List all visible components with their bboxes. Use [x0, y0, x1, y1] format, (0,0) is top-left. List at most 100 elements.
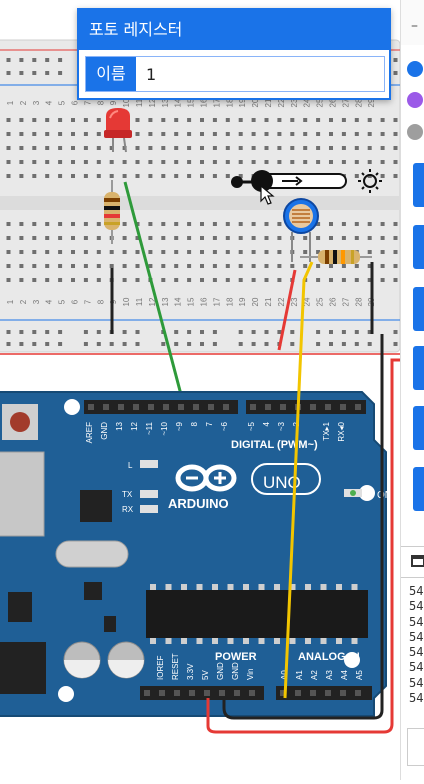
- serial-monitor-icon[interactable]: [411, 555, 424, 567]
- panel-button-1[interactable]: [413, 163, 424, 207]
- breadboard-hole: [135, 146, 140, 150]
- column-number: 19: [238, 297, 247, 306]
- rail-hole: [32, 71, 37, 75]
- green-wire[interactable]: [123, 181, 186, 407]
- slider-knob[interactable]: [251, 170, 273, 192]
- breadboard-hole: [6, 278, 11, 282]
- breadboard-hole: [19, 222, 24, 226]
- breadboard-hole: [212, 250, 217, 254]
- rail-hole: [32, 58, 37, 62]
- panel-button-3[interactable]: [413, 287, 424, 331]
- breadboard-hole: [122, 236, 127, 240]
- name-input[interactable]: [136, 57, 384, 91]
- black-wire-gnd[interactable]: [222, 334, 384, 720]
- column-number: 15: [187, 98, 196, 107]
- rail-hole: [58, 330, 63, 334]
- breadboard-hole: [58, 222, 63, 226]
- panel-button-5[interactable]: [413, 406, 424, 450]
- breadboard-hole: [341, 160, 346, 164]
- arduino-uno-board[interactable]: ARDUINO UNO DIGITAL (PWM~) POWER ANALOG …: [0, 391, 392, 717]
- red-wire-short[interactable]: [277, 269, 297, 351]
- breadboard-hole: [32, 132, 37, 136]
- breadboard-hole: [290, 264, 295, 268]
- rail-hole: [83, 330, 88, 334]
- breadboard-hole: [200, 132, 204, 136]
- breadboard-hole: [187, 132, 192, 136]
- column-number: 7: [83, 100, 92, 105]
- column-number: 12: [148, 98, 157, 107]
- breadboard-hole: [212, 222, 217, 226]
- breadboard-hole: [393, 236, 398, 240]
- breadboard-hole: [161, 132, 166, 136]
- breadboard-hole: [96, 278, 101, 282]
- breadboard-hole: [148, 118, 153, 122]
- panel-button-4[interactable]: [413, 346, 424, 390]
- light-slider[interactable]: [231, 169, 382, 205]
- column-number: 14: [174, 297, 183, 306]
- minimize-icon[interactable]: –: [411, 18, 418, 34]
- breadboard-hole: [45, 160, 50, 164]
- breadboard-hole: [148, 174, 153, 178]
- resistor-right[interactable]: [300, 250, 372, 264]
- photoresistor[interactable]: [283, 198, 319, 262]
- breadboard-hole: [264, 118, 269, 122]
- breadboard-hole: [122, 278, 127, 282]
- breadboard-hole: [45, 222, 50, 226]
- color-dot-purple[interactable]: [407, 92, 423, 108]
- breadboard-hole: [251, 278, 256, 282]
- rail-hole: [200, 342, 204, 346]
- rail-hole: [32, 330, 37, 334]
- rx-label: RX: [122, 505, 134, 514]
- rail-hole: [329, 342, 333, 346]
- breadboard-hole: [32, 250, 37, 254]
- column-number: 24: [303, 98, 312, 107]
- name-field-label: 이름: [86, 57, 136, 91]
- reset-button[interactable]: [10, 412, 30, 432]
- column-number: 28: [354, 297, 363, 306]
- power-label: POWER: [215, 651, 257, 663]
- red-led[interactable]: [104, 108, 132, 153]
- sun-icon: [358, 169, 382, 193]
- serial-line: 54: [409, 675, 424, 690]
- color-dot-blue[interactable]: [407, 61, 423, 77]
- breadboard-hole: [393, 146, 398, 150]
- color-dot-gray[interactable]: [407, 124, 423, 140]
- panel-button-6[interactable]: [413, 467, 424, 511]
- breadboard-hole: [290, 160, 295, 164]
- breadboard-hole: [45, 250, 50, 254]
- breadboard-hole: [316, 160, 321, 164]
- breadboard-hole: [238, 174, 243, 178]
- breadboard-hole: [264, 236, 269, 240]
- breadboard-hole: [200, 160, 204, 164]
- breadboard-hole: [367, 278, 372, 282]
- pin-label: AREF: [85, 422, 94, 443]
- column-number: 21: [264, 297, 273, 306]
- breadboard-hole: [316, 236, 321, 240]
- serial-input[interactable]: [407, 728, 424, 766]
- rail-hole: [393, 330, 398, 334]
- yellow-wire[interactable]: [283, 261, 314, 699]
- breadboard-hole: [58, 250, 63, 254]
- breadboard-hole: [225, 250, 230, 254]
- panel-button-2[interactable]: [413, 225, 424, 269]
- column-number: 6: [71, 299, 80, 304]
- breadboard-hole: [329, 132, 333, 136]
- breadboard-hole: [174, 132, 179, 136]
- component-properties-popup[interactable]: 포토 레지스터 이름: [77, 8, 391, 100]
- rail-hole: [238, 330, 243, 334]
- rail-hole: [58, 58, 63, 62]
- breadboard-hole: [341, 146, 346, 150]
- breadboard-hole: [19, 132, 24, 136]
- breadboard-hole: [174, 278, 179, 282]
- resistor-left[interactable]: [104, 180, 120, 244]
- red-wire-5v[interactable]: [206, 358, 400, 734]
- breadboard-hole: [316, 118, 321, 122]
- arduino-model-text: UNO: [263, 473, 301, 492]
- breadboard-hole: [264, 160, 269, 164]
- rail-hole: [19, 342, 24, 346]
- breadboard-hole: [329, 236, 333, 240]
- breadboard-hole: [45, 264, 50, 268]
- breadboard-hole: [187, 264, 192, 268]
